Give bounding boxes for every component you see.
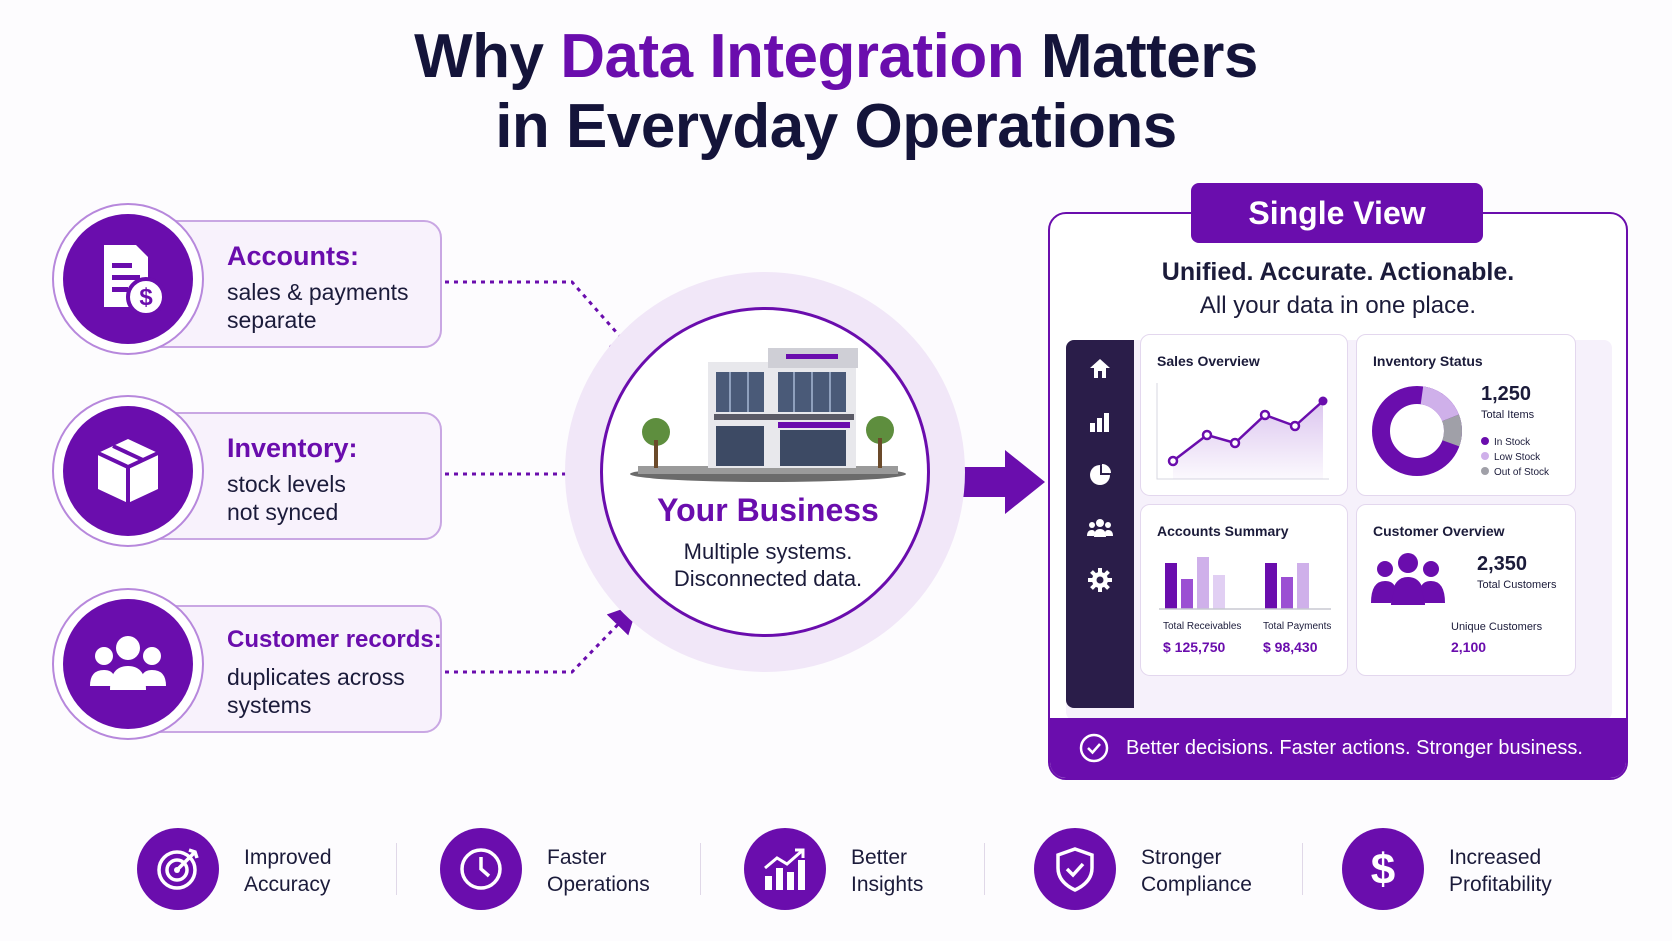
card-title: Inventory Status (1373, 353, 1483, 369)
users-icon[interactable] (1084, 512, 1116, 544)
dashboard-sidebar (1066, 340, 1134, 708)
card-title: Customer Overview (1373, 523, 1505, 539)
single-view-badge: Single View (1191, 183, 1483, 243)
box-icon (97, 439, 159, 503)
legend-item: Out of Stock (1481, 465, 1549, 480)
accounts-bar-chart (1159, 557, 1331, 610)
problem-title: Customer records: (227, 626, 442, 653)
benefit-divider (396, 843, 397, 895)
customers-total: 2,350 (1477, 553, 1528, 575)
card-title: Accounts Summary (1157, 523, 1289, 539)
business-circle: Your Business Multiple systems.Disconnec… (600, 307, 930, 637)
sales-line-chart (1156, 383, 1329, 480)
inventory-total: 1,250 (1481, 383, 1532, 405)
single-view-panel: Unified. Accurate. Actionable. All your … (1048, 212, 1628, 780)
target-icon (157, 848, 199, 890)
bar-chart-icon[interactable] (1084, 406, 1116, 438)
panel-subtagline: All your data in one place. (1199, 292, 1477, 319)
benefit-icon-circle: $ (1342, 828, 1424, 910)
payments-value: $ 98,430 (1263, 639, 1318, 655)
benefit-divider (700, 843, 701, 895)
receivables-value: $ 125,750 (1163, 639, 1226, 655)
legend-item: Low Stock (1481, 450, 1549, 465)
inventory-legend: In Stock Low Stock Out of Stock (1481, 435, 1549, 480)
benefit-divider (984, 843, 985, 895)
inventory-total-label: Total Items (1481, 409, 1535, 421)
title-line-2: in Everyday Operations (495, 92, 1177, 161)
clock-icon (460, 848, 502, 890)
home-icon[interactable] (1084, 352, 1116, 384)
check-circle-icon (1079, 733, 1109, 763)
sales-overview-card: Sales Overview (1140, 334, 1348, 496)
panel-footer: Better decisions. Faster actions. Strong… (1050, 718, 1626, 778)
unique-customers-value: 2,100 (1451, 639, 1487, 655)
business-title: Your Business (657, 492, 879, 528)
gear-icon[interactable] (1084, 564, 1116, 596)
benefit-icon-circle (744, 828, 826, 910)
title-line-1: Why Data Integration Matters (414, 22, 1258, 91)
business-desc: Multiple systems.Disconnected data. (673, 539, 863, 591)
growth-chart-icon (764, 848, 805, 890)
benefit-icon-circle (440, 828, 522, 910)
panel-tagline: Unified. Accurate. Actionable. (1161, 258, 1515, 286)
receivables-label: Total Receivables (1163, 621, 1242, 632)
pie-chart-icon[interactable] (1084, 458, 1116, 490)
problem-title: Accounts: (227, 241, 360, 271)
unique-customers-label: Unique Customers (1451, 621, 1543, 633)
card-title: Sales Overview (1157, 353, 1260, 369)
page-title: Why Data Integration Matters in Everyday… (0, 22, 1672, 162)
building-icon (630, 348, 906, 482)
title-accent: Data Integration (560, 22, 1025, 91)
customer-overview-card: Customer Overview 2,350 Total Customers … (1356, 504, 1576, 676)
main-arrow (960, 450, 1045, 514)
users-icon (90, 636, 166, 690)
problem-icon-circle: $ (52, 203, 204, 355)
benefit-icon-circle (137, 828, 219, 910)
benefit-divider (1302, 843, 1303, 895)
connector-accounts (445, 280, 640, 359)
payments-label: Total Payments (1263, 621, 1332, 632)
dashboard: Sales Overview Inventory Status 1,250 To… (1066, 334, 1612, 720)
shield-check-icon (1056, 847, 1094, 892)
customers-total-label: Total Customers (1477, 579, 1557, 591)
inventory-donut (1372, 386, 1462, 476)
problem-title: Inventory: (227, 433, 358, 463)
footer-text: Better decisions. Faster actions. Strong… (1126, 736, 1583, 759)
accounts-summary-card: Accounts Summary Total Receivables $ 125… (1140, 504, 1348, 676)
svg-text:$: $ (1371, 845, 1395, 894)
problem-icon-circle (52, 588, 204, 740)
dollar-icon: $ (1371, 845, 1395, 894)
benefit-icon-circle (1034, 828, 1116, 910)
inventory-status-card: Inventory Status 1,250 Total Items In St… (1356, 334, 1576, 496)
document-dollar-icon: $ (104, 245, 166, 317)
connector-customers (445, 603, 639, 674)
svg-text:$: $ (139, 284, 153, 311)
problem-icon-circle (52, 395, 204, 547)
users-icon (1371, 553, 1445, 605)
legend-item: In Stock (1481, 435, 1549, 450)
